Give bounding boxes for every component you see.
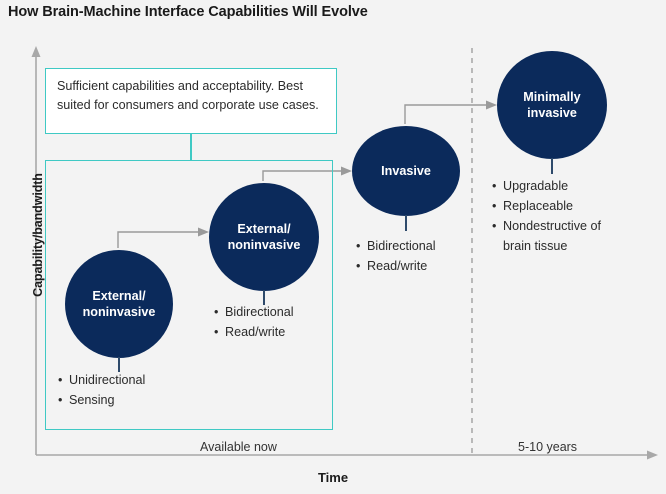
node-external-noninvasive-stage1[interactable]: External/ noninvasive — [65, 250, 173, 358]
list-item: Unidirectional — [58, 370, 145, 390]
node-external-noninvasive-stage2[interactable]: External/ noninvasive — [209, 183, 319, 291]
callout-box: Sufficient capabilities and acceptabilit… — [45, 68, 337, 134]
node-invasive[interactable]: Invasive — [352, 126, 460, 216]
node-1-connector-line — [118, 357, 120, 372]
node-1-label: External/ noninvasive — [82, 289, 156, 319]
list-item: Bidirectional — [214, 302, 294, 322]
list-item: Upgradable — [492, 176, 622, 196]
node-2-bullet-list: Bidirectional Read/write — [214, 302, 294, 342]
callout-connector-line — [190, 134, 192, 161]
node-2-label: External/ noninvasive — [227, 222, 301, 252]
x-axis-label: Time — [317, 470, 349, 485]
node-1-bullet-list: Unidirectional Sensing — [58, 370, 145, 410]
node-minimally-invasive[interactable]: Minimally invasive — [497, 51, 607, 159]
period-label-5-10-years: 5-10 years — [518, 440, 578, 454]
y-axis-arrowhead — [31, 46, 41, 57]
list-item: Read/write — [356, 256, 436, 276]
x-axis-arrowhead — [647, 450, 658, 460]
node-3-connector-line — [405, 215, 407, 231]
callout-text: Sufficient capabilities and acceptabilit… — [57, 79, 319, 112]
list-item: Nondestructive of brain tissue — [492, 216, 622, 256]
node-4-label: Minimally invasive — [523, 90, 581, 120]
node-4-bullet-list: Upgradable Replaceable Nondestructive of… — [492, 176, 622, 256]
flow-arrow-3-line — [404, 104, 488, 124]
list-item: Read/write — [214, 322, 294, 342]
node-2-connector-line — [263, 290, 265, 305]
page-title: How Brain-Machine Interface Capabilities… — [8, 4, 368, 20]
list-item: Sensing — [58, 390, 145, 410]
flow-arrow-3-head — [486, 100, 497, 110]
list-item: Replaceable — [492, 196, 622, 216]
node-3-bullet-list: Bidirectional Read/write — [356, 236, 436, 276]
period-label-available-now: Available now — [200, 440, 277, 454]
list-item: Bidirectional — [356, 236, 436, 256]
flow-arrow-2-head — [341, 166, 352, 176]
node-3-label: Invasive — [381, 164, 431, 178]
node-4-connector-line — [551, 158, 553, 174]
y-axis-label: Capability/bandwidth — [31, 173, 45, 297]
available-now-region-box — [45, 160, 333, 430]
